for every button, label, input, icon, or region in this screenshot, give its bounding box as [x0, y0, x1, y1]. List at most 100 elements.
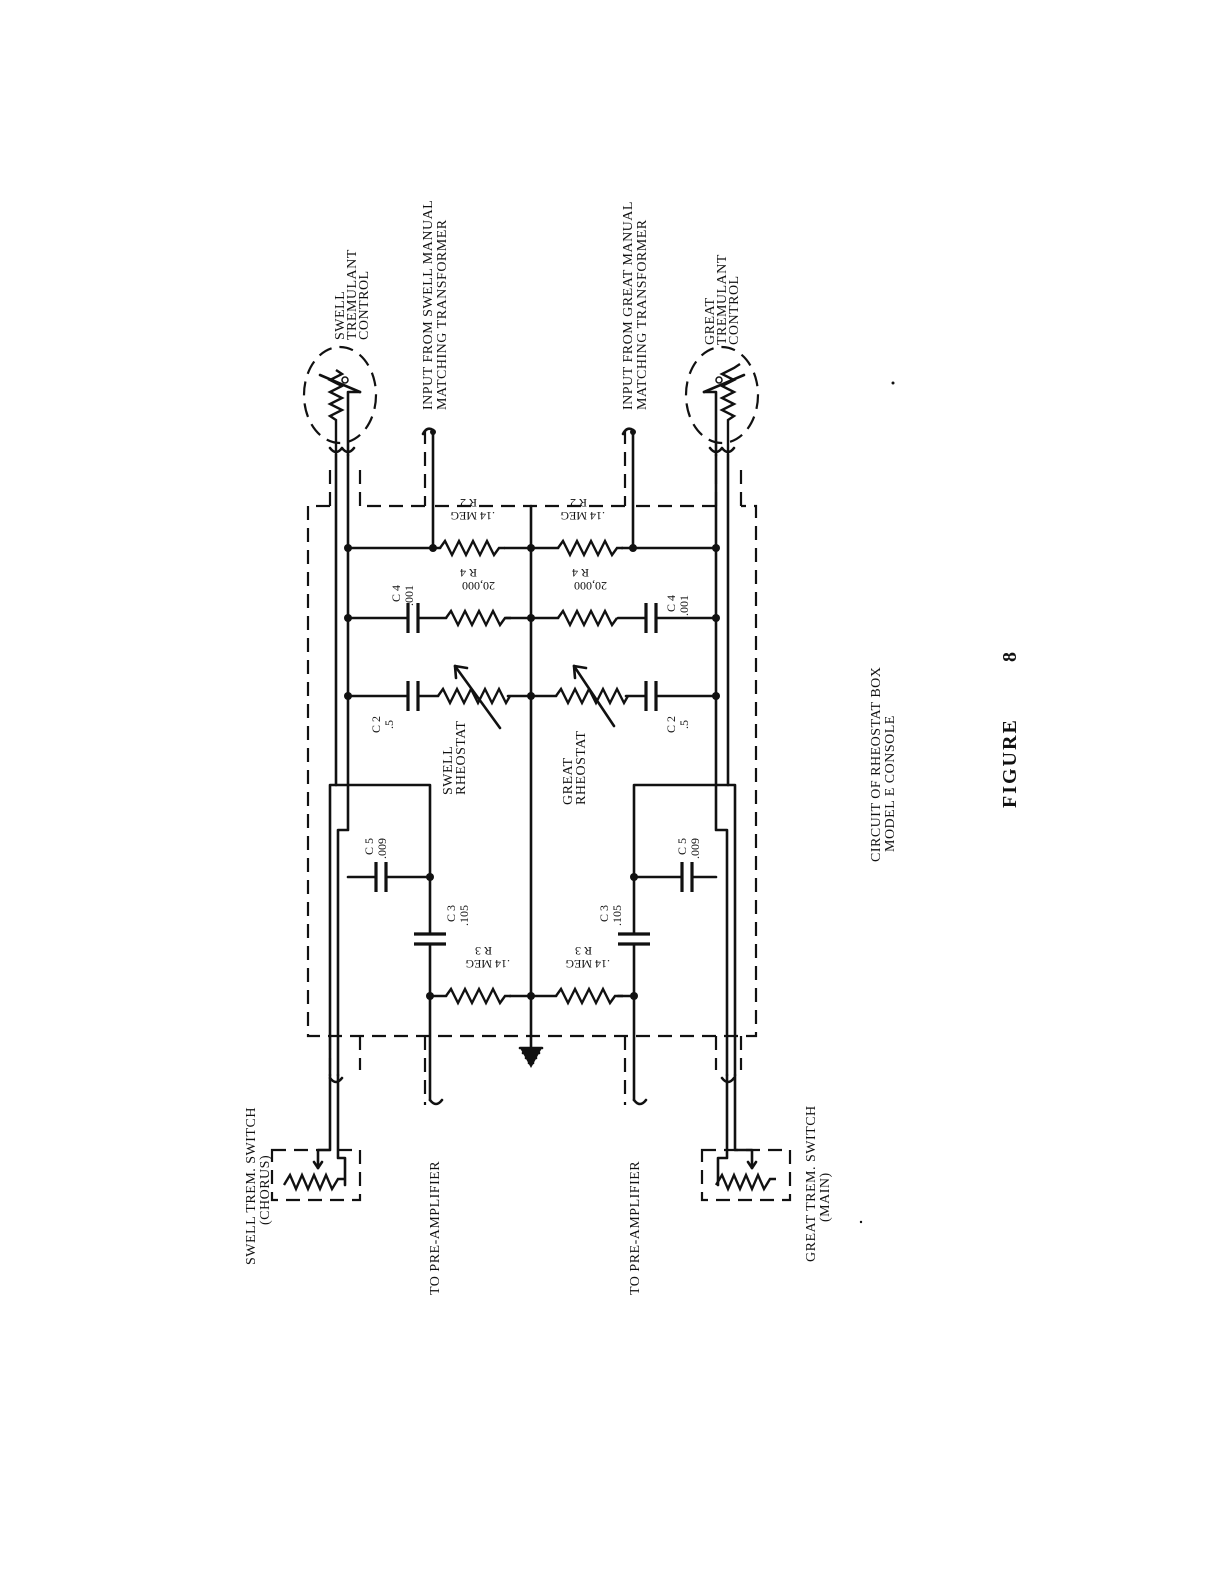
svg-text:RHEOSTAT: RHEOSTAT [574, 731, 589, 805]
caption-figure-number: 8 [999, 650, 1021, 662]
label-r4-swell: 20,000 R 4 [460, 566, 495, 593]
label-r2-swell: .14 MEG R 2 [450, 496, 495, 523]
svg-text:R 2: R 2 [570, 496, 587, 510]
label-r2-great: .14 MEG R 2 [560, 496, 605, 523]
caption-title: CIRCUIT OF RHEOSTAT BOX MODEL E CONSOLE [869, 667, 898, 862]
label-c4-swell: C 4 .001 [389, 585, 416, 606]
capacitor-c4-great [644, 603, 658, 633]
capacitor-c5-great [680, 862, 694, 892]
svg-text:.001: .001 [402, 585, 416, 606]
label-c3-swell: C 3 .105 [444, 905, 471, 926]
resistor-r3-great [555, 986, 623, 1006]
label-input-from-great: INPUT FROM GREAT MANUAL MATCHING TRANSFO… [621, 201, 650, 410]
svg-text:20,000: 20,000 [574, 579, 607, 593]
circuit-wires [328, 428, 737, 1102]
svg-text:8: 8 [999, 650, 1021, 662]
svg-text:C 4: C 4 [389, 585, 403, 602]
resistor-r4-swell [445, 608, 511, 628]
svg-text:TREMULANT: TREMULANT [345, 249, 360, 340]
capacitor-c3-swell [414, 932, 446, 946]
svg-text:.14 MEG: .14 MEG [465, 957, 510, 971]
swell-trem-switch [270, 1073, 362, 1202]
svg-text:C 5: C 5 [675, 838, 689, 855]
svg-text:SWELL: SWELL [333, 291, 348, 340]
svg-text:(MAIN): (MAIN) [818, 1172, 833, 1222]
svg-text:.105: .105 [457, 905, 471, 926]
svg-text:.14 MEG: .14 MEG [560, 509, 605, 523]
svg-text:C 5: C 5 [362, 838, 376, 855]
svg-text:R 4: R 4 [572, 566, 589, 580]
label-great-rheostat: GREAT RHEOSTAT [561, 731, 589, 805]
svg-text:TO PRE-AMPLIFIER: TO PRE-AMPLIFIER [428, 1161, 443, 1295]
resistor-r2-great [557, 538, 623, 558]
svg-text:.14 MEG: .14 MEG [450, 509, 495, 523]
label-c5-swell: C 5 .009 [362, 838, 389, 859]
input-connectors [421, 427, 636, 436]
svg-text:R 3: R 3 [575, 944, 592, 958]
svg-text:MODEL E CONSOLE: MODEL E CONSOLE [883, 715, 898, 852]
capacitor-c2-swell [406, 681, 420, 711]
swell-rheostat-resistor [437, 664, 512, 730]
svg-text:C 3: C 3 [597, 905, 611, 922]
svg-text:GREAT: GREAT [703, 297, 718, 345]
resistor-r3-swell [445, 986, 511, 1006]
svg-text:R 2: R 2 [460, 496, 477, 510]
svg-text:SWELL TREM. SWITCH: SWELL TREM. SWITCH [244, 1107, 259, 1265]
great-trem-switch [700, 1073, 792, 1202]
svg-text:GREAT TREM. SWITCH: GREAT TREM. SWITCH [804, 1105, 819, 1262]
svg-text:C 2: C 2 [664, 716, 678, 733]
svg-text:(CHORUS): (CHORUS) [258, 1155, 273, 1225]
svg-text:INPUT FROM SWELL MANUAL: INPUT FROM SWELL MANUAL [421, 200, 436, 410]
svg-text:MATCHING TRANSFORMER: MATCHING TRANSFORMER [435, 219, 450, 410]
svg-text:.14 MEG: .14 MEG [565, 957, 610, 971]
caption-figure-word: FIGURE [999, 718, 1021, 808]
label-c3-great: C 3 .105 [597, 905, 624, 926]
svg-text:.009: .009 [375, 838, 389, 859]
capacitor-c3-great [618, 932, 650, 946]
svg-text:GREAT: GREAT [561, 757, 576, 805]
svg-text:INPUT FROM GREAT MANUAL: INPUT FROM GREAT MANUAL [621, 201, 636, 410]
svg-text:R 3: R 3 [475, 944, 492, 958]
svg-text:CONTROL: CONTROL [727, 275, 742, 345]
great-rheostat-resistor [555, 664, 630, 728]
label-swell-rheostat: SWELL RHEOSTAT [441, 721, 469, 795]
svg-text:C 3: C 3 [444, 905, 458, 922]
label-r3-great: .14 MEG R 3 [565, 944, 610, 971]
svg-text:CIRCUIT OF RHEOSTAT BOX: CIRCUIT OF RHEOSTAT BOX [869, 667, 884, 862]
label-c5-great: C 5 .009 [675, 838, 702, 859]
svg-text:.009: .009 [688, 838, 702, 859]
label-c2-great: C 2 .5 [664, 716, 691, 733]
swell-tremulant-control [302, 345, 378, 457]
label-to-pre-amplifier-2: TO PRE-AMPLIFIER [628, 1161, 643, 1295]
svg-text:C 2: C 2 [369, 716, 383, 733]
resistor-r2-swell [439, 538, 505, 558]
scan-speck [891, 381, 895, 385]
label-great-tremulant-control: GREAT TREMULANT CONTROL [703, 254, 742, 345]
scan-speck [859, 1220, 863, 1224]
label-input-from-swell: INPUT FROM SWELL MANUAL MATCHING TRANSFO… [421, 200, 450, 410]
label-swell-tremulant-control: SWELL TREMULANT CONTROL [333, 249, 372, 340]
label-c2-swell: C 2 .5 [369, 716, 396, 733]
capacitor-c5-swell [374, 862, 388, 892]
svg-text:.5: .5 [382, 720, 396, 729]
resistor-r4-great [557, 608, 618, 628]
svg-text:.5: .5 [677, 720, 691, 729]
svg-text:.105: .105 [610, 905, 624, 926]
junction-dots [344, 544, 720, 1000]
svg-text:R 4: R 4 [460, 566, 477, 580]
svg-text:TREMULANT: TREMULANT [715, 254, 730, 345]
label-great-trem-switch: GREAT TREM. SWITCH (MAIN) [804, 1105, 833, 1262]
label-c4-great: C 4 .001 [664, 595, 691, 616]
svg-text:20,000: 20,000 [462, 579, 495, 593]
svg-text:TO PRE-AMPLIFIER: TO PRE-AMPLIFIER [628, 1161, 643, 1295]
svg-text:C 4: C 4 [664, 595, 678, 612]
label-to-pre-amplifier-1: TO PRE-AMPLIFIER [428, 1161, 443, 1295]
label-r4-great: 20,000 R 4 [572, 566, 607, 593]
svg-text:SWELL: SWELL [441, 746, 456, 795]
label-swell-trem-switch: SWELL TREM. SWITCH (CHORUS) [244, 1107, 273, 1265]
svg-text:CONTROL: CONTROL [357, 270, 372, 340]
svg-text:FIGURE: FIGURE [999, 718, 1021, 808]
great-tremulant-control [684, 345, 760, 457]
pre-amp-connectors [428, 1098, 648, 1106]
svg-text:RHEOSTAT: RHEOSTAT [454, 721, 469, 795]
